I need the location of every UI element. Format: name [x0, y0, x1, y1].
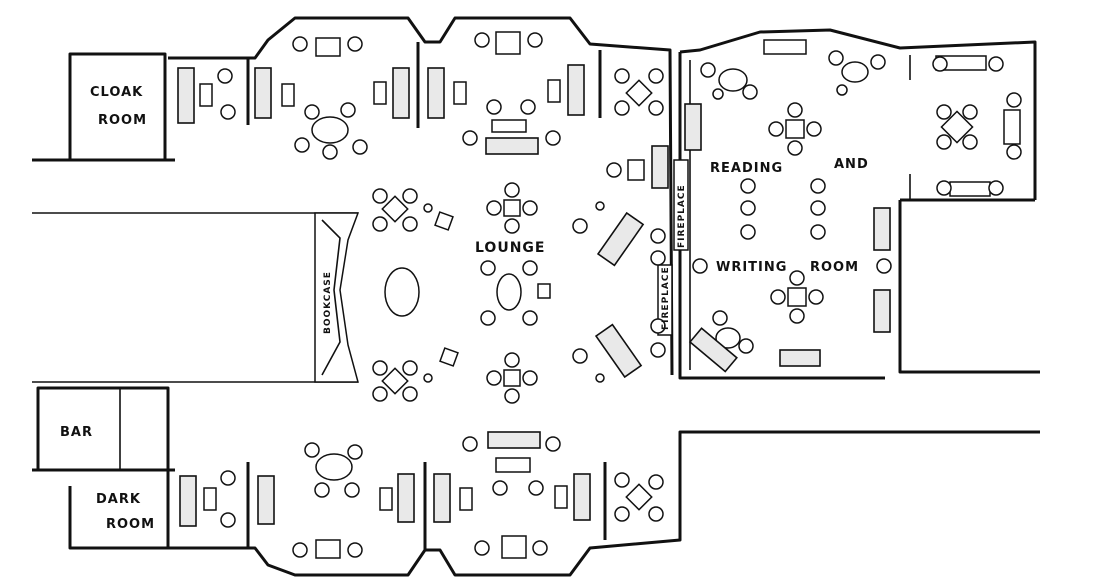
fireplace-label-2: FIREPLACE	[661, 266, 671, 330]
chairs	[199, 31, 1022, 559]
cloak-room-label-line1: CLOAK	[90, 85, 143, 100]
fireplace-label: FIREPLACE	[677, 184, 687, 248]
reading-label: READING	[710, 161, 783, 176]
walls	[32, 16, 1040, 577]
sofas	[177, 64, 891, 527]
bookcase-label: BOOKCASE	[323, 271, 333, 334]
dark-room-label-line2: ROOM	[106, 517, 155, 532]
fireplace	[657, 159, 689, 336]
dark-room-label-line1: DARK	[96, 492, 141, 507]
bookcase	[314, 212, 360, 383]
lounge-tables	[311, 61, 869, 481]
bar-label: BAR	[60, 425, 93, 440]
cloak-room-label-line2: ROOM	[98, 113, 147, 128]
lounge-label: LOUNGE	[475, 240, 545, 256]
writing-label: WRITING	[716, 260, 787, 275]
room-label: ROOM	[810, 260, 859, 275]
and-label: AND	[834, 157, 869, 172]
room-labels: CLOAK ROOM BAR DARK ROOM LOUNGE READING …	[60, 85, 869, 532]
